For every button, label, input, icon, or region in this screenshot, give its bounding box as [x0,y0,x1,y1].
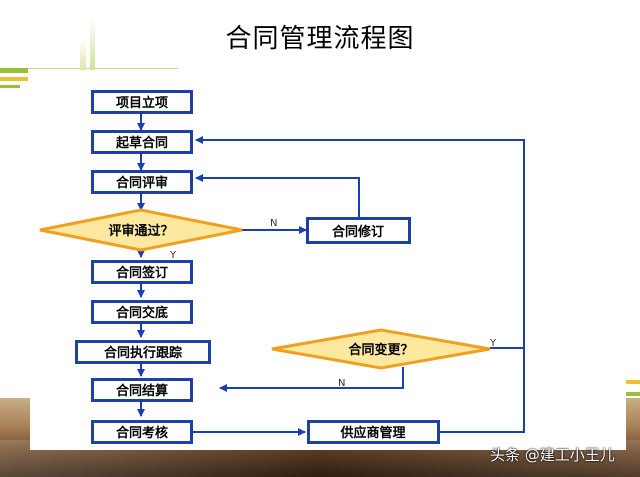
node-contract-filing: 合同交底 [91,300,193,324]
node-draft-contract: 起草合同 [91,130,193,154]
node-label: 合同结算 [116,383,168,399]
edge-supplier-to-loop [440,348,525,433]
node-label: 合同签订 [116,265,168,281]
node-label: 合同交底 [116,305,168,321]
watermark: 头条 @建工小王儿 [490,446,615,464]
node-label: 供应商管理 [339,425,405,441]
node-label: 起草合同 [115,135,168,151]
node-label: 合同评审 [116,175,168,191]
node-label: 合同考核 [116,425,168,441]
decor-strip [90,18,95,70]
node-project-setup: 项目立项 [91,90,193,114]
edge-revision-to-review [195,174,360,217]
decor-bar-green [0,68,28,73]
node-contract-signing: 合同签订 [91,260,193,284]
decor-bar-right-green [626,392,640,396]
edge-change-no-to-settlement [219,367,404,392]
decision-review-passed: 评审通过？ [39,208,243,252]
decor-bar-right-gold [626,380,640,384]
decor-bar-green-small [0,85,20,88]
decor-strip [80,40,86,70]
node-contract-tracking: 合同执行跟踪 [75,340,211,364]
decision-label: 合同变更？ [348,342,413,358]
decision-contract-change: 合同变更？ [271,328,491,370]
label-change-yes: Y [489,338,497,349]
node-contract-assessment: 合同考核 [91,420,193,444]
edge-loop-to-draft [195,136,525,348]
node-supplier-management: 供应商管理 [307,420,440,444]
decor-bar-gold [0,77,28,81]
connectors [137,114,525,436]
label-change-no: N [338,378,345,389]
label-review-no: N [270,218,277,229]
decision-label: 评审通过？ [108,223,173,239]
node-contract-review: 合同评审 [91,170,193,194]
page-title: 合同管理流程图 [225,24,415,54]
node-label: 合同修订 [332,224,384,240]
decor-line [28,68,178,69]
node-label: 合同执行跟踪 [104,345,182,361]
label-review-yes: Y [169,250,177,261]
node-label: 项目立项 [116,95,168,111]
node-contract-settlement: 合同结算 [91,378,193,402]
node-contract-revision: 合同修订 [306,217,411,244]
